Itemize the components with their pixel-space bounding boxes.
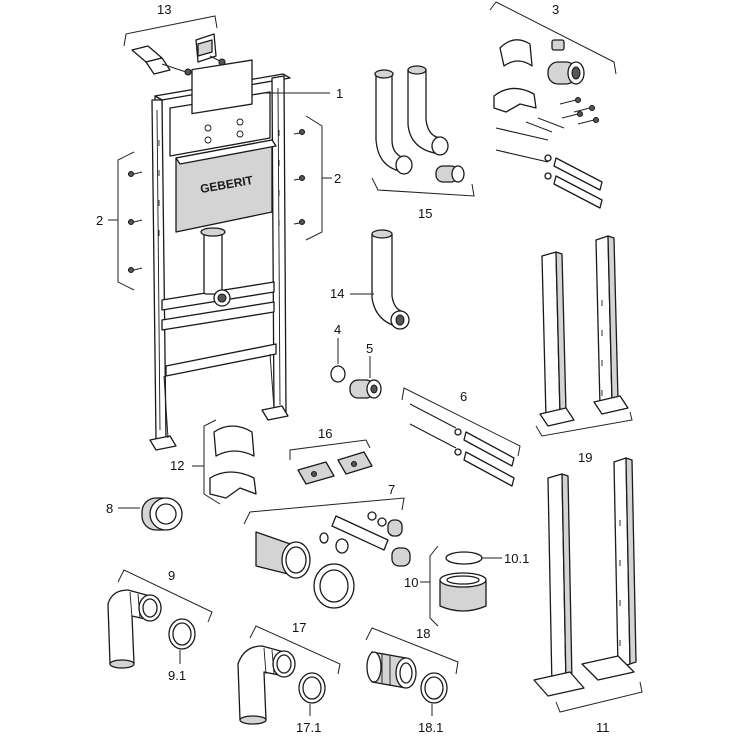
label-12: 12: [170, 458, 184, 473]
label-1: 1: [336, 86, 343, 101]
label-17-1: 17.1: [296, 720, 321, 735]
part-16-mounting-plates: [297, 451, 373, 485]
label-14: 14: [330, 286, 344, 301]
part-18-1-seal: [420, 672, 448, 704]
part-14-bend: [371, 229, 410, 330]
label-15: 15: [418, 206, 432, 221]
part-12-pipe-clamps: [209, 425, 257, 499]
part-17-1-seal: [298, 672, 326, 704]
label-5: 5: [366, 341, 373, 356]
label-18-1: 18.1: [418, 720, 443, 735]
part-3-fixing-set: [493, 39, 603, 209]
label-19: 19: [578, 450, 592, 465]
part-1-frame: GEBERIT: [149, 59, 291, 451]
label-7: 7: [388, 482, 395, 497]
part-2-screws-left: [127, 170, 143, 274]
part-13-wall-brackets: [131, 33, 226, 76]
part-9-1-seal: [168, 618, 196, 650]
part-6-threaded-rods: [409, 403, 515, 487]
part-5-connector: [349, 379, 382, 399]
label-10: 10: [404, 575, 418, 590]
label-10-1: 10.1: [504, 551, 529, 566]
part-2-screws-right: [293, 128, 306, 226]
label-2-right: 2: [334, 171, 341, 186]
part-15-connection-bends: [374, 65, 465, 183]
part-18-connector: [366, 651, 417, 689]
part-19-support-legs: [539, 235, 629, 427]
part-4-seal-ring: [330, 365, 346, 383]
label-16: 16: [318, 426, 332, 441]
part-10-1-seal: [445, 551, 483, 565]
label-13: 13: [157, 2, 171, 17]
part-9-bend: [107, 589, 162, 669]
label-6: 6: [460, 389, 467, 404]
label-18: 18: [416, 626, 430, 641]
label-3: 3: [552, 2, 559, 17]
part-17-bend: [237, 645, 296, 725]
part-8-reducer: [141, 497, 183, 531]
label-9: 9: [168, 568, 175, 583]
part-10-connector-sleeve: [439, 572, 487, 612]
part-11-floor-supports: [533, 457, 637, 697]
label-11: 11: [596, 720, 610, 735]
label-4: 4: [334, 322, 341, 337]
part-7-connection-set: [255, 511, 411, 609]
label-8: 8: [106, 501, 113, 516]
label-9-1: 9.1: [168, 668, 186, 683]
label-2-left: 2: [96, 213, 103, 228]
label-17: 17: [292, 620, 306, 635]
